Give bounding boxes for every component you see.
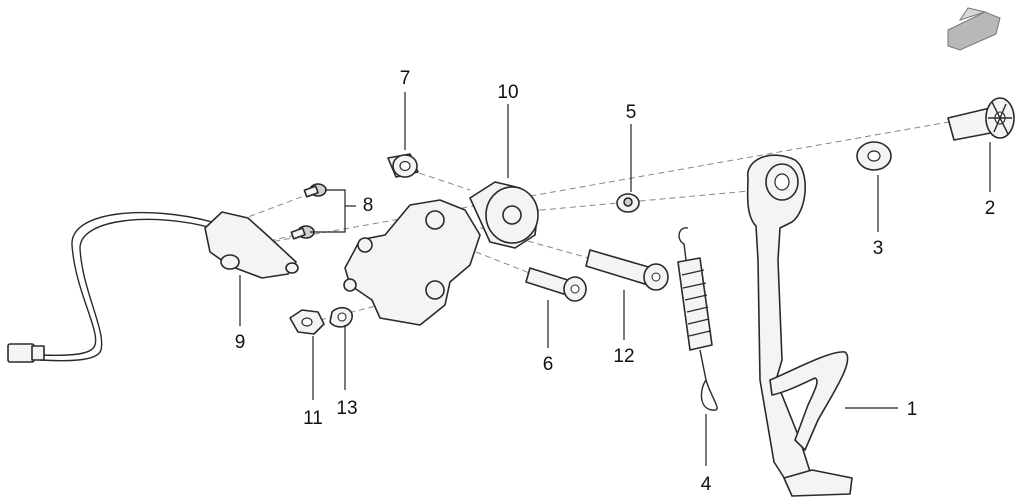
flat-washer (856, 141, 892, 171)
callout-4: 4 (701, 474, 712, 495)
bushing (387, 153, 419, 178)
spring-washer (329, 306, 353, 328)
callout-9: 9 (235, 332, 246, 353)
switch-screws (290, 183, 327, 240)
bolt (525, 267, 587, 302)
side-stand-switch (7, 211, 299, 363)
callout-1: 1 (907, 399, 918, 420)
callout-7: 7 (400, 68, 411, 89)
callout-11: 11 (303, 408, 323, 429)
nut (289, 309, 325, 335)
callout-3: 3 (873, 238, 884, 259)
callout-10: 10 (497, 82, 518, 103)
callout-12: 12 (613, 346, 634, 367)
callout-6: 6 (543, 354, 554, 375)
rubber-stop (616, 193, 640, 213)
stand-bracket (343, 181, 539, 326)
callout-2: 2 (985, 198, 996, 219)
side-stand-leg (746, 154, 853, 497)
return-spring (677, 227, 718, 411)
callout-13: 13 (336, 398, 357, 419)
callout-8: 8 (363, 195, 374, 216)
stand-pivot-bolt (947, 97, 1015, 141)
leader-lines (239, 92, 991, 466)
callout-5: 5 (626, 102, 637, 123)
pivot-bolt (585, 249, 669, 291)
callout-labels: 7 10 5 8 3 2 9 6 12 11 13 1 4 (235, 68, 996, 495)
direction-arrow-icon (947, 7, 1001, 51)
assembly-axis-lines (224, 119, 961, 321)
